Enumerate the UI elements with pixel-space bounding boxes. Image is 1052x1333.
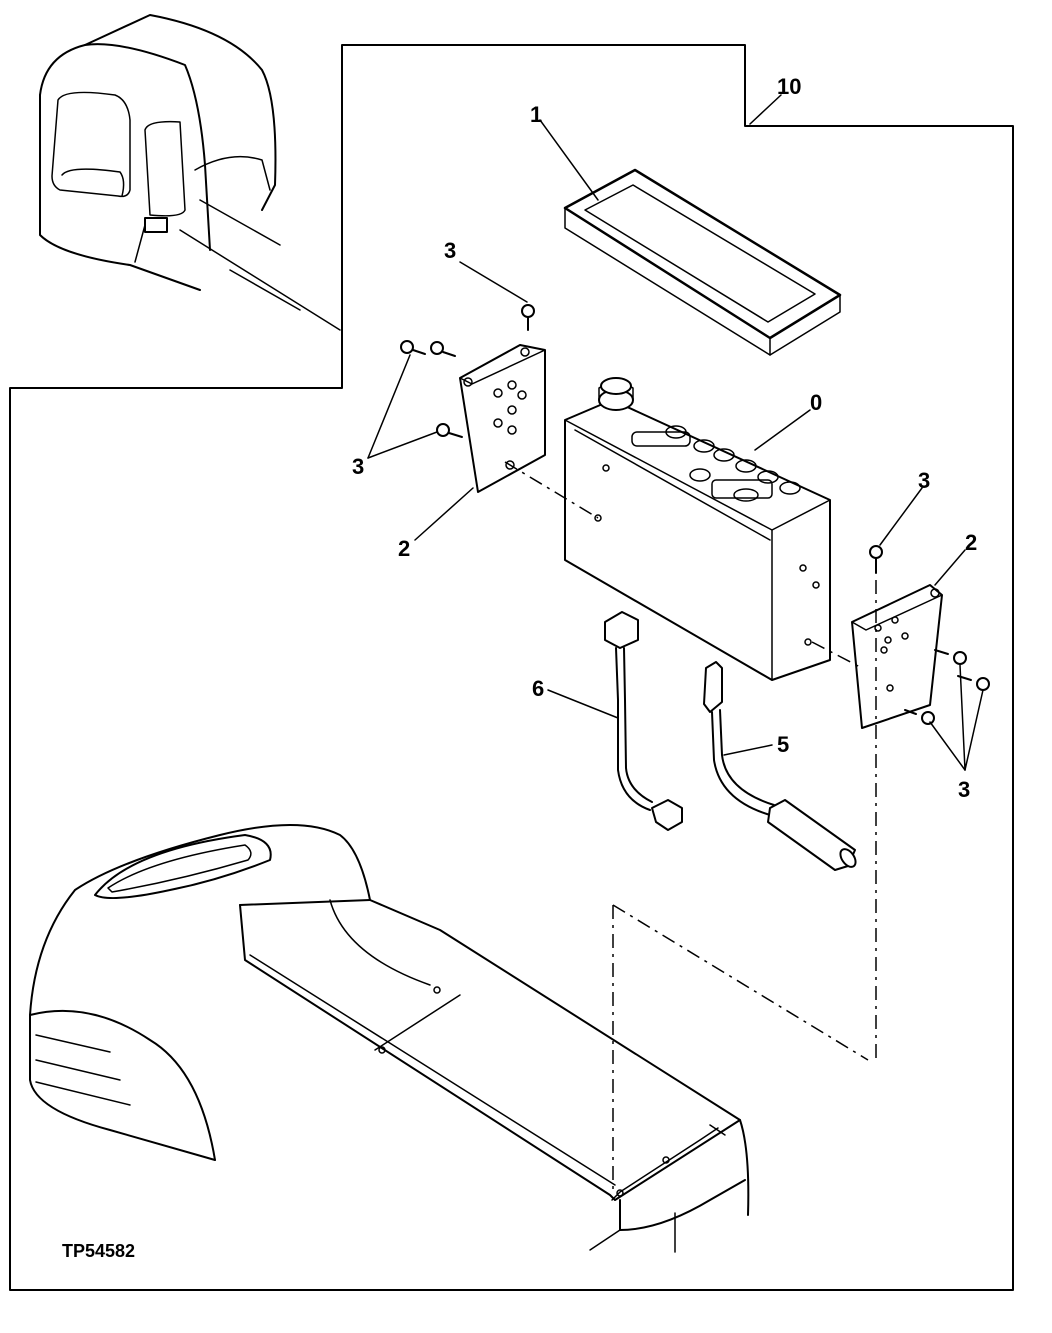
cab-inset-illustration [39,14,341,331]
harness-long [703,661,857,871]
callout-bracket-right: 2 [965,530,977,555]
callout-screws-left: 3 [352,454,364,479]
bracket-right [851,584,943,729]
gasket [563,168,842,356]
monitor-unit [564,377,831,681]
callout-screws-top-left: 3 [444,238,456,263]
callout-monitor: 0 [810,390,822,415]
harness-short [604,611,683,831]
callout-assembly: 10 [777,74,801,99]
callout-bracket-left: 2 [398,536,410,561]
callout-harness-long: 5 [777,732,789,757]
callout-screw-top-right: 3 [918,468,930,493]
assembly-boundary [9,44,1014,1291]
console-illustration [29,824,750,1253]
leader-lines [367,94,984,771]
callout-harness-short: 6 [532,676,544,701]
callout-screws-right: 3 [958,777,970,802]
screws [400,304,990,725]
alignment-lines [504,461,877,1190]
bracket-left [459,344,546,493]
callout-gasket: 1 [530,102,542,127]
figure-reference: TP54582 [62,1241,135,1261]
